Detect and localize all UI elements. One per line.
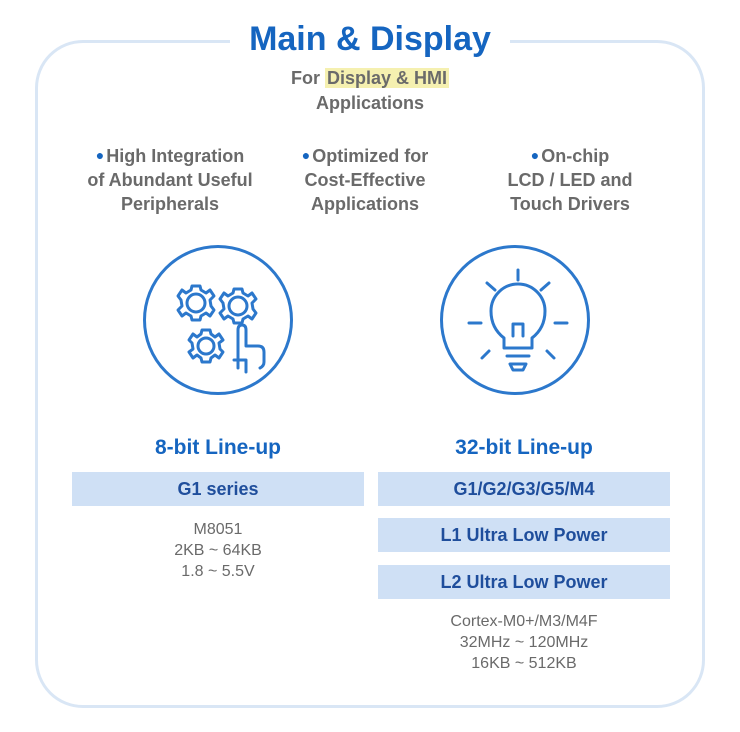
bullet-icon: ● <box>530 147 540 163</box>
spec-line: 2KB ~ 64KB <box>174 542 262 559</box>
bullet-icon: ● <box>301 147 311 163</box>
series-bar-g-family: G1/G2/G3/G5/M4 <box>378 472 670 506</box>
feature-cost: ●Optimized for Cost-Effective Applicatio… <box>280 143 450 216</box>
feature-line: LCD / LED and <box>507 170 633 190</box>
feature-line: of Abundant Useful <box>87 170 253 190</box>
spec-line: M8051 <box>193 521 243 538</box>
light-bulb-icon <box>440 245 590 395</box>
feature-line: Touch Drivers <box>510 194 630 214</box>
lineup-32bit-heading: 32-bit Line-up <box>455 436 593 459</box>
spec-line: 16KB ~ 512KB <box>471 655 577 672</box>
feature-line: Peripherals <box>120 194 220 214</box>
spec-list-8bit: M8051 2KB ~ 64KB 1.8 ~ 5.5V <box>72 519 364 582</box>
lineup-8bit-heading: 8-bit Line-up <box>155 436 281 459</box>
card-frame <box>35 40 705 708</box>
series-bar-l1: L1 Ultra Low Power <box>378 518 670 552</box>
feature-line: On-chip <box>541 146 610 166</box>
spec-line: 1.8 ~ 5.5V <box>181 563 255 580</box>
subtitle-line2: Applications <box>315 93 424 113</box>
spec-list-32bit: Cortex-M0+/M3/M4F 32MHz ~ 120MHz 16KB ~ … <box>378 611 670 674</box>
spec-line: Cortex-M0+/M3/M4F <box>450 613 598 630</box>
bullet-icon: ● <box>95 147 105 163</box>
feature-line: Optimized for <box>312 146 429 166</box>
feature-line: High Integration <box>106 146 245 166</box>
series-bar-g1: G1 series <box>72 472 364 506</box>
subtitle-highlight: Display & HMI <box>324 68 450 88</box>
gears-touch-icon <box>143 245 293 395</box>
page-title: Main & Display <box>230 16 510 62</box>
subtitle-prefix: For <box>290 68 325 88</box>
spec-line: 32MHz ~ 120MHz <box>459 634 589 651</box>
feature-integration: ●High Integration of Abundant Useful Per… <box>70 143 270 216</box>
feature-line: Cost-Effective <box>304 170 426 190</box>
subtitle: For Display & HMI Applications <box>220 66 520 116</box>
feature-line: Applications <box>310 194 419 214</box>
series-bar-l2: L2 Ultra Low Power <box>378 565 670 599</box>
feature-drivers: ●On-chip LCD / LED and Touch Drivers <box>480 143 660 216</box>
